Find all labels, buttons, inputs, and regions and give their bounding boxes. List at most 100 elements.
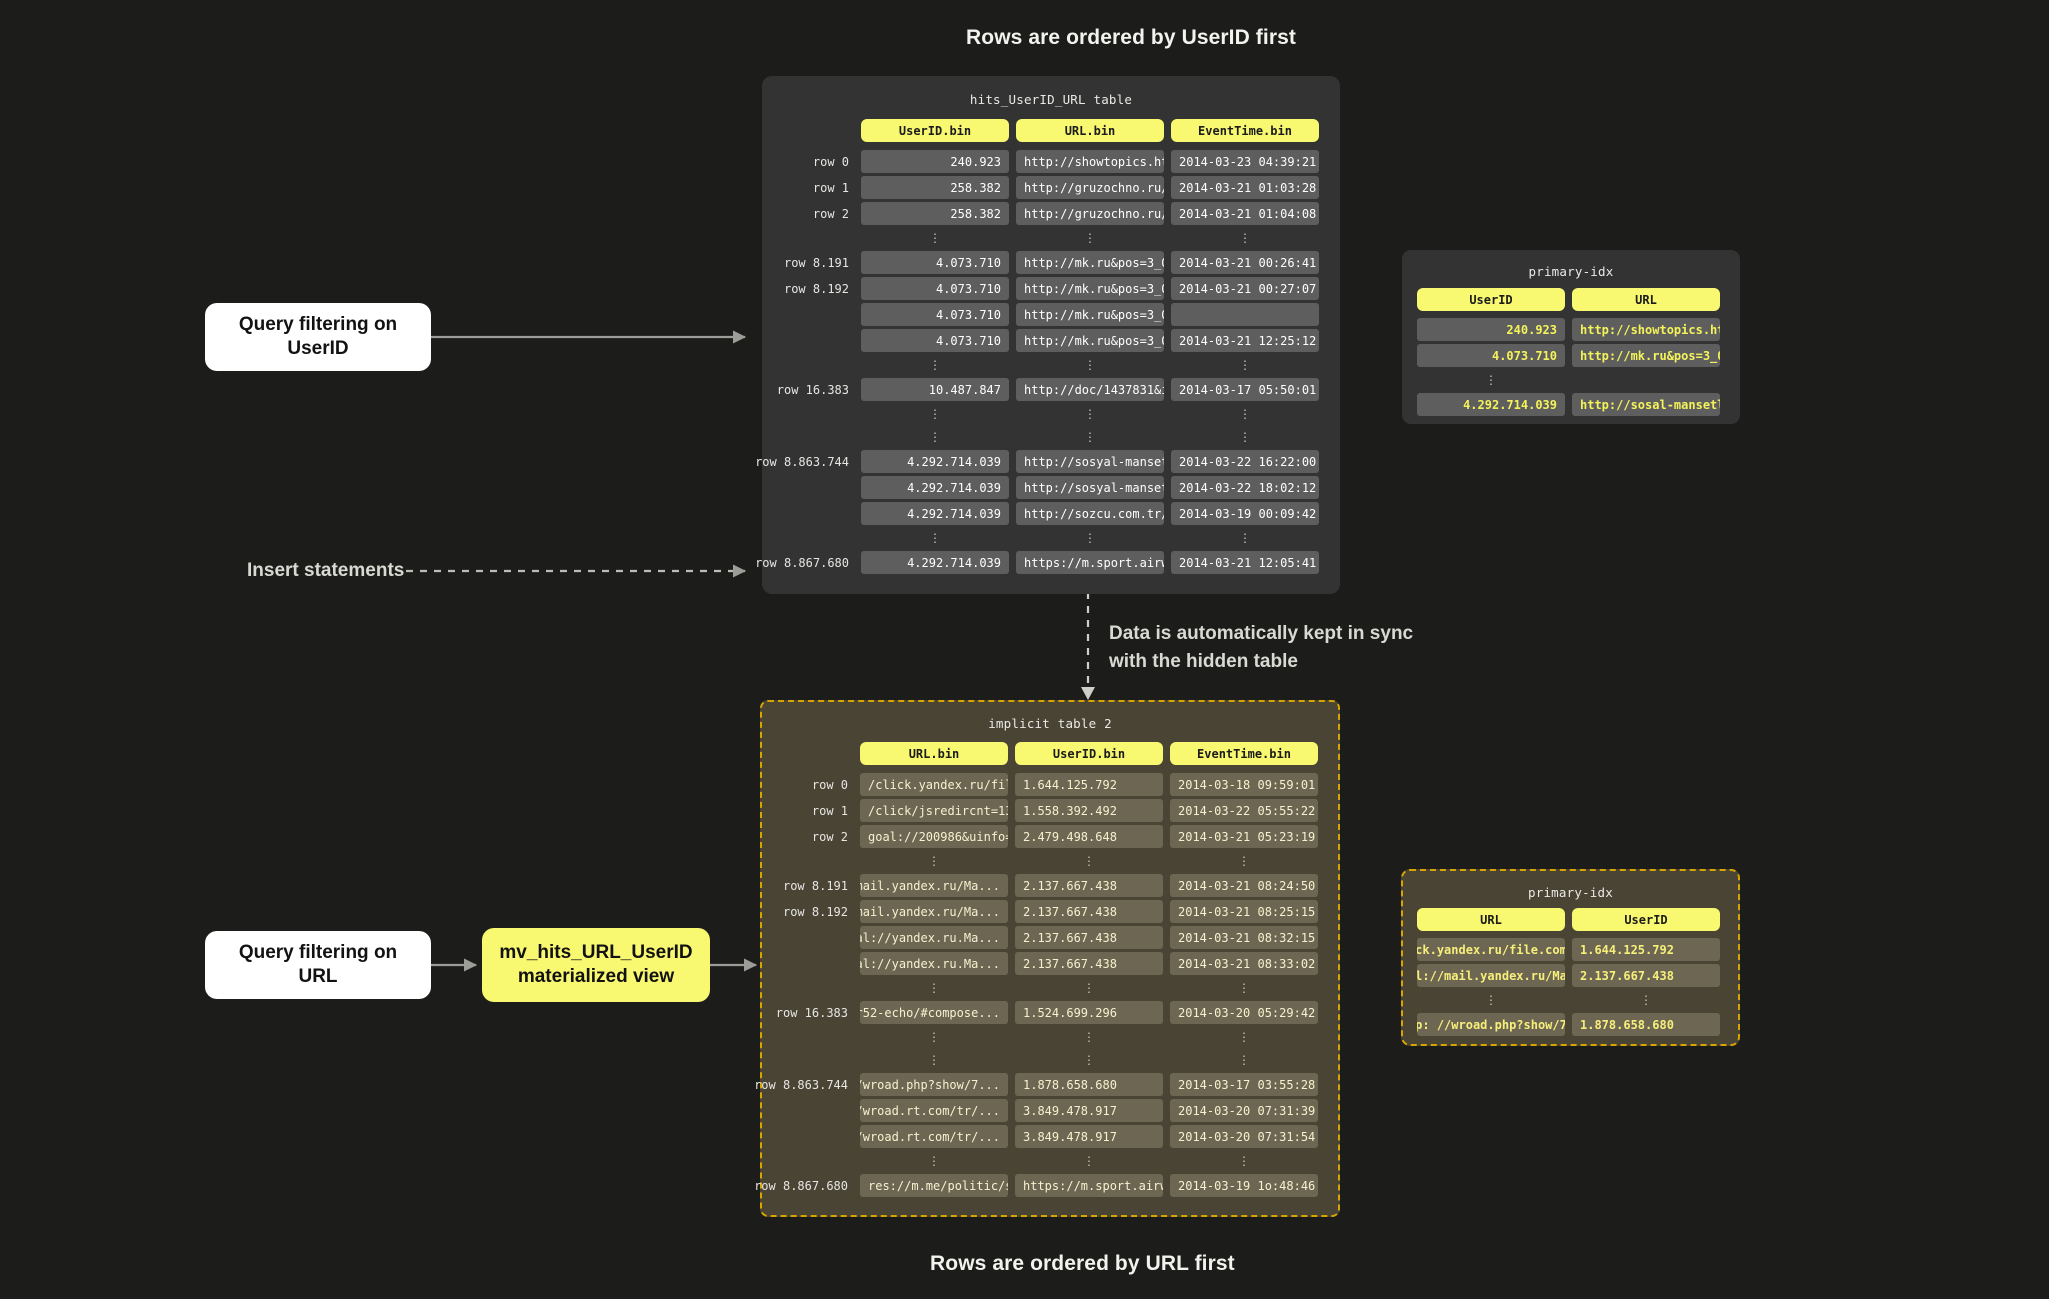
ellipsis-marker: ⋮ — [1083, 1053, 1095, 1067]
ellipsis-marker: ⋮ — [929, 430, 941, 444]
table-title: implicit table 2 — [988, 716, 1112, 731]
table-cell: 1.878.658.680 — [1015, 1073, 1163, 1096]
table-cell: 240.923 — [861, 150, 1009, 173]
table-cell: https://m.sport.airway/? — [1016, 551, 1164, 574]
table-cell: 2014-03-22 05:55:22 — [1170, 799, 1318, 822]
table-cell: 1.644.125.792 — [1015, 773, 1163, 796]
table-cell: 258.382 — [861, 202, 1009, 225]
ellipsis-marker: ⋮ — [1239, 231, 1251, 245]
ellipsis-marker: ⋮ — [928, 854, 940, 868]
idx-column-header: UserID — [1572, 908, 1720, 931]
column-header: UserID.bin — [1015, 742, 1163, 765]
ellipsis-marker: ⋮ — [1485, 373, 1497, 387]
table-cell: 2014-03-18 09:59:01 — [1170, 773, 1318, 796]
row-label: row 8.192 — [782, 904, 848, 919]
table-cell: 258.382 — [861, 176, 1009, 199]
table-cell: 3.849.478.917 — [1015, 1125, 1163, 1148]
table-cell: http://sozcu.com.tr/oaut — [1016, 502, 1164, 525]
note-sync: Data is automatically kept in sync with … — [1109, 623, 1414, 672]
table-cell: 2.479.498.648 — [1015, 825, 1163, 848]
table-cell: http://wroad.rt.com/tr/... — [860, 1099, 1008, 1122]
table-cell: http://wroad.rt.com/tr/... — [860, 1125, 1008, 1148]
ellipsis-marker: ⋮ — [1239, 358, 1251, 372]
column-header: UserID.bin — [861, 119, 1009, 142]
table-cell: http://doc/1437831&is_mo... — [1016, 378, 1164, 401]
table-cell: 2.137.667.438 — [1015, 900, 1163, 923]
ellipsis-marker: ⋮ — [1083, 1030, 1095, 1044]
idx-cell: 4.292.714.039 — [1417, 393, 1565, 416]
label-insert-statements: Insert statements — [247, 560, 405, 581]
row-label: row 8.192 — [783, 281, 849, 296]
idx-cell: http://showtopics.html%3... — [1572, 318, 1720, 341]
ellipsis-marker: ⋮ — [929, 407, 941, 421]
callout-label: Query filtering on URL — [238, 942, 398, 987]
table-cell: http://mk.ru&pos=3_0 — [1016, 251, 1164, 274]
ellipsis-marker: ⋮ — [1083, 1154, 1095, 1168]
callout-materialized-view[interactable]: mv_hits_URL_UserID materialized view — [482, 928, 710, 1002]
table-cell: http://wroad.php?show/7... — [860, 1073, 1008, 1096]
ellipsis-marker: ⋮ — [1238, 1053, 1250, 1067]
ellipsis-marker: ⋮ — [1238, 854, 1250, 868]
ellipsis-marker: ⋮ — [928, 1030, 940, 1044]
table-cell: 2.137.667.438 — [1015, 874, 1163, 897]
idx-cell: /clck.yandex.ru/file.com... — [1417, 938, 1565, 961]
table-cell: goal://mail.yandex.ru/Ma... — [860, 900, 1008, 923]
ellipsis-marker: ⋮ — [1640, 993, 1652, 1007]
ellipsis-marker: ⋮ — [1084, 430, 1096, 444]
column-header: URL.bin — [1016, 119, 1164, 142]
table-cell: goal://yandex.ru.Ma... — [860, 952, 1008, 975]
table-cell: 4.073.710 — [861, 303, 1009, 326]
idx-cell: http://mk.ru&pos=3_0 — [1572, 344, 1720, 367]
ellipsis-marker: ⋮ — [1239, 430, 1251, 444]
table-cell: http://gruzochno.ru/ekat... — [1016, 202, 1164, 225]
table-cell: 2.137.667.438 — [1015, 926, 1163, 949]
table-cell: 2014-03-20 07:31:39 — [1170, 1099, 1318, 1122]
table-cell: 4.073.710 — [861, 251, 1009, 274]
table-cell: 2014-03-17 05:50:01 — [1171, 378, 1319, 401]
row-label: row 0 — [811, 777, 848, 792]
ellipsis-marker: ⋮ — [1083, 854, 1095, 868]
table-cell: 2014-03-22 16:22:00 — [1171, 450, 1319, 473]
table-cell: goal://200986&uinfo=wn-1... — [860, 825, 1008, 848]
ellipsis-marker: ⋮ — [1485, 993, 1497, 1007]
primary-idx-title: primary-idx — [1528, 885, 1613, 900]
table-cell: 2014-03-21 08:32:15 — [1170, 926, 1318, 949]
ellipsis-marker: ⋮ — [1238, 1154, 1250, 1168]
row-label: row 16.383 — [775, 1005, 848, 1020]
table-cell: 1.558.392.492 — [1015, 799, 1163, 822]
idx-cell: http://sosal-mansetleri... — [1572, 393, 1720, 416]
idx-cell: http: //wroad.php?show/7... — [1417, 1013, 1565, 1036]
callout-query-filtering-userid[interactable]: Query filtering on UserID — [205, 303, 431, 371]
table-cell: 2014-03-21 12:25:12 — [1171, 329, 1319, 352]
table-cell: 2.137.667.438 — [1015, 952, 1163, 975]
ellipsis-marker: ⋮ — [1083, 981, 1095, 995]
table-cell: 2014-03-21 08:24:50 — [1170, 874, 1318, 897]
ellipsis-marker: ⋮ — [1084, 531, 1096, 545]
table-cell: /click/jsredircnt=1395412... — [860, 799, 1008, 822]
table-cell: http://mk.ru&pos=3_0 — [1016, 303, 1164, 326]
materialized-view-label: mv_hits_URL_UserID materialized view — [499, 942, 693, 987]
table-title: hits_UserID_URL table — [969, 92, 1133, 107]
table-cell: 2014-03-20 05:29:42 — [1170, 1001, 1318, 1024]
row-label: row 2 — [812, 206, 849, 221]
table-cell: goal://yandex.ru.Ma... — [860, 926, 1008, 949]
idx-column-header: URL — [1572, 288, 1720, 311]
table-cell: 3.849.478.917 — [1015, 1099, 1163, 1122]
callout-query-filtering-url[interactable]: Query filtering on URL — [205, 931, 431, 999]
table-cell: /click.yandex.ru/file.co ... — [860, 773, 1008, 796]
ellipsis-marker: ⋮ — [929, 358, 941, 372]
idx-cell: 4.073.710 — [1417, 344, 1565, 367]
idx-column-header: UserID — [1417, 288, 1565, 311]
ellipsis-marker: ⋮ — [1238, 981, 1250, 995]
table-cell: 2014-03-21 00:27:07 — [1171, 277, 1319, 300]
idx-cell: goal://mail.yandex.ru/Ma... — [1417, 964, 1565, 987]
table-cell: http://sosyal-mansetleri... — [1016, 476, 1164, 499]
table-cell: http://mk.ru&pos=3_0 — [1016, 277, 1164, 300]
table-cell: goal://r52-echo/#compose... — [860, 1001, 1008, 1024]
table-cell: 2014-03-20 07:31:54 — [1170, 1125, 1318, 1148]
row-label: row 8.867.680 — [754, 1178, 848, 1193]
table-cell: res://m.me/politic/stati... — [860, 1174, 1008, 1197]
ellipsis-marker: ⋮ — [1239, 531, 1251, 545]
row-label: row 0 — [812, 154, 849, 169]
